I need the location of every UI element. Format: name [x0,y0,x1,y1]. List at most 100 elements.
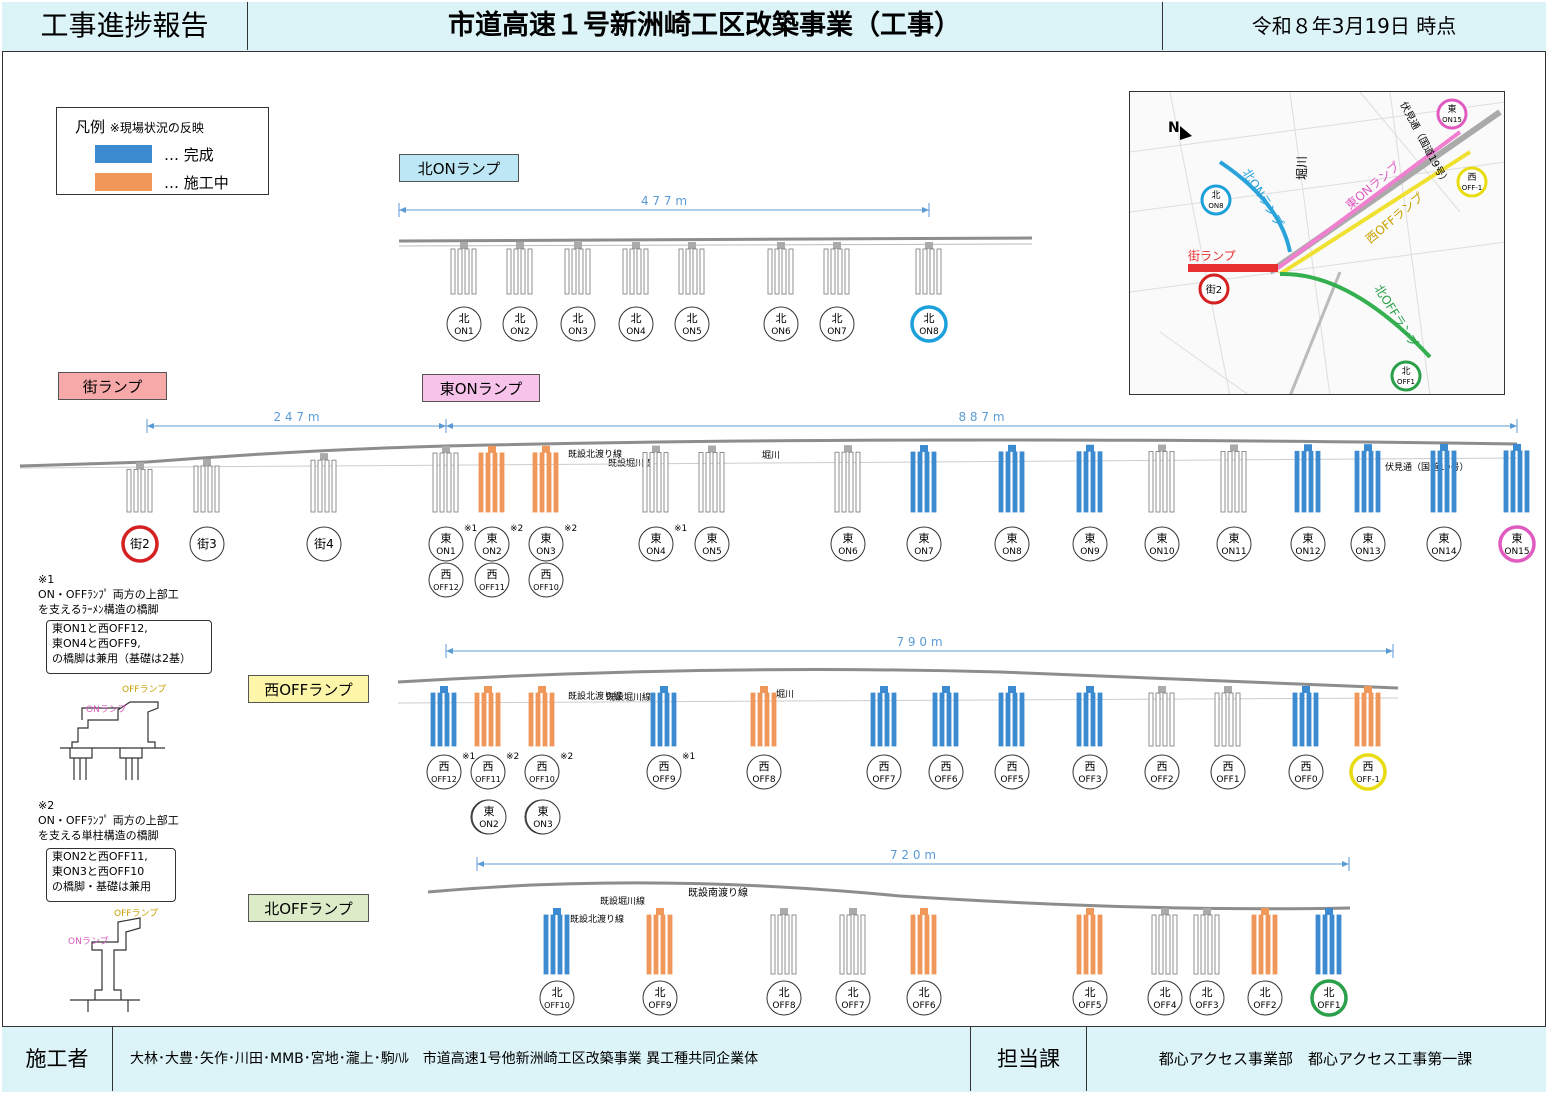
higashi-on-pier-3-pile-2 [656,452,662,513]
kita-off-pier-1-pile-0 [646,914,652,975]
higashi-on-pier-8-pile-1 [1083,451,1089,513]
note-2-b2: 東ON3と西OFF10 [52,865,145,878]
higashi-on-badge-1-bottom: ON2 [482,547,502,557]
note-2-bracket: 東ON2と西OFF11, 東ON3と西OFF10 の橋脚・基礎は兼用 [46,848,176,902]
note-2-b1: 東ON2と西OFF11, [52,850,148,863]
kita-on-pier-5-pile-1 [774,248,780,295]
kita-off-pier-0-pile-0 [543,914,549,975]
kita-off-pier-9-pile-1 [1322,914,1328,975]
project-title: 市道高速１号新洲崎工区改築事業（工事） [247,2,1163,50]
higashi-on-pier-6-pile-0 [910,451,916,513]
higashi-on-pier-2-cap [542,445,550,453]
nishi-off-badge-6-top: 西 [941,760,952,773]
kita-on-badge-6-bottom: ON7 [827,327,847,337]
nishi-off-badge-6-bottom: OFF6 [934,775,957,785]
nishi-off-pier-2-pile-3 [549,692,555,747]
kita-on-badge-1-bottom: ON2 [510,327,530,337]
higashi-on-pier-6-cap [920,445,928,453]
kita-off-pier-8-pile-2 [1265,914,1271,975]
higashi-on-pier-4-pile-1 [705,452,711,513]
higashi-on-shared-badge-0-circle [428,562,464,598]
map-kita-on-line [1218,160,1292,253]
existing-minami-line-label: 既設南渡り線 [688,886,748,899]
ramp-tag-higashi-on: 東ONランプ [422,374,540,402]
map-streets [1130,92,1504,394]
higashi-on-badge-13-top: 東 [1439,532,1450,545]
kita-on-pier-0-pile-1 [457,248,463,295]
nishi-off-badge-11-bottom: OFF0 [1294,775,1317,785]
map-marker-0-circle [1436,98,1468,130]
higashi-on-badge-9-top: 東 [1157,532,1168,545]
dim-machi-arrow-start [147,423,154,429]
higashi-on-pier-12-pile-3 [1375,450,1381,513]
kita-on-badge-1-top: 北 [515,312,526,325]
kita-on-pier-2-pile-3 [585,248,591,295]
kita-on-pier-4-pile-3 [699,248,705,295]
higashi-on-pier-11-pile-3 [1315,450,1321,513]
higashi-on-badge-11-bottom: ON12 [1295,547,1320,557]
higashi-on-pier-7-cap [1008,444,1016,452]
higashi-on-pier-12-pile-1 [1361,450,1367,513]
kita-on-pier-0-pile-0 [450,248,456,295]
kita-off-pier-9-pile-3 [1336,914,1342,975]
note-1-line1: ON・OFFﾗﾝﾌﾟ 両方の上部工 [38,588,179,601]
higashi-on-pier-13-cap [1440,444,1448,452]
kita-off-pier-5-pile-3 [1097,914,1103,975]
nishi-off-badge-4-top: 西 [759,760,770,773]
ramp-tag-kita-on: 北ONランプ [399,154,519,182]
kita-on-pier-2-pile-0 [564,248,570,295]
nishi-off-pier-3-pile-0 [650,692,656,747]
kita-off-badge-8-top: 北 [1260,986,1271,999]
note-1-line2: を支えるﾗｰﾒﾝ構造の橋脚 [38,603,159,616]
map-marker-1-bottom: OFF-1 [1462,184,1483,192]
kita-off-badge-5-bottom: OFF5 [1078,1001,1101,1011]
nishi-off-badge-8-top: 西 [1085,760,1096,773]
higashi-on-badge-0-mark: ※1 [464,524,477,534]
north-arrow-icon [1180,126,1192,140]
note-1-mark: ※1 [38,573,55,586]
higashi-on-pier-4-pile-2 [712,452,718,513]
kita-off-pier-8-pile-1 [1258,914,1264,975]
dim-nishi-off-arrow-end [1386,648,1393,654]
higashi-on-badge-1-circle [474,526,510,562]
nishi-off-pier-0-pile-3 [451,692,457,747]
kita-off-pier-8-pile-0 [1251,914,1257,975]
kita-off-pier-1-pile-1 [653,914,659,975]
higashi-on-pier-2-pile-0 [532,452,538,513]
kita-on-badge-4-circle [674,306,710,342]
machi-badge-2-circle [306,526,342,562]
higashi-on-pier-1-pile-3 [499,452,505,513]
machi-pier-1-pile-0 [193,465,199,513]
kita-off-pier-1-pile-3 [667,914,673,975]
ramp-tag-nishi-off: 西OFFランプ [248,675,369,703]
horikawa-label-2: 堀川 [776,689,794,700]
higashi-on-pier-14-pile-2 [1517,450,1523,513]
kita-on-pier-1-pile-0 [506,248,512,295]
kita-off-badge-4-circle [906,980,942,1016]
higashi-on-pier-9-pile-0 [1148,451,1154,513]
kita-on-pier-7-pile-0 [915,248,921,295]
kita-off-pier-3-pile-2 [853,914,859,975]
nishi-off-pier-12-cap [1364,686,1372,693]
nishi-off-badge-11-top: 西 [1301,760,1312,773]
kita-on-badge-1-circle [502,306,538,342]
nishi-off-pier-9-pile-1 [1155,692,1161,747]
kita-off-badge-2-top: 北 [779,986,790,999]
higashi-on-pier-4-cap [708,445,716,453]
nishi-off-pier-11-cap [1302,686,1310,693]
nishi-off-pier-6-cap [942,686,950,693]
kita-off-badge-7-top: 北 [1202,986,1213,999]
machi-pier-0-pile-1 [133,468,139,513]
higashi-on-pier-7-pile-2 [1012,451,1018,513]
kita-off-pier-2-cap [780,908,788,915]
higashi-on-badge-1-mark: ※2 [510,524,523,534]
note-1-bracket: 東ON1と西OFF12, 東ON4と西OFF9, の橋脚は兼用（基礎は2基） [46,620,212,674]
nishi-off-pier-2-pile-1 [535,692,541,747]
existing-horikawa-line-label-2: 既設堀川線 [606,691,651,703]
nishi-off-pier-1-pile-0 [474,692,480,747]
kita-off-pier-3-pile-3 [860,914,866,975]
nishi-off-badge-10-circle [1210,754,1246,790]
machi-pier-2-cap [320,453,328,461]
kita-off-pier-8-pile-3 [1272,914,1278,975]
nishi-off-pier-1-cap [484,686,492,693]
